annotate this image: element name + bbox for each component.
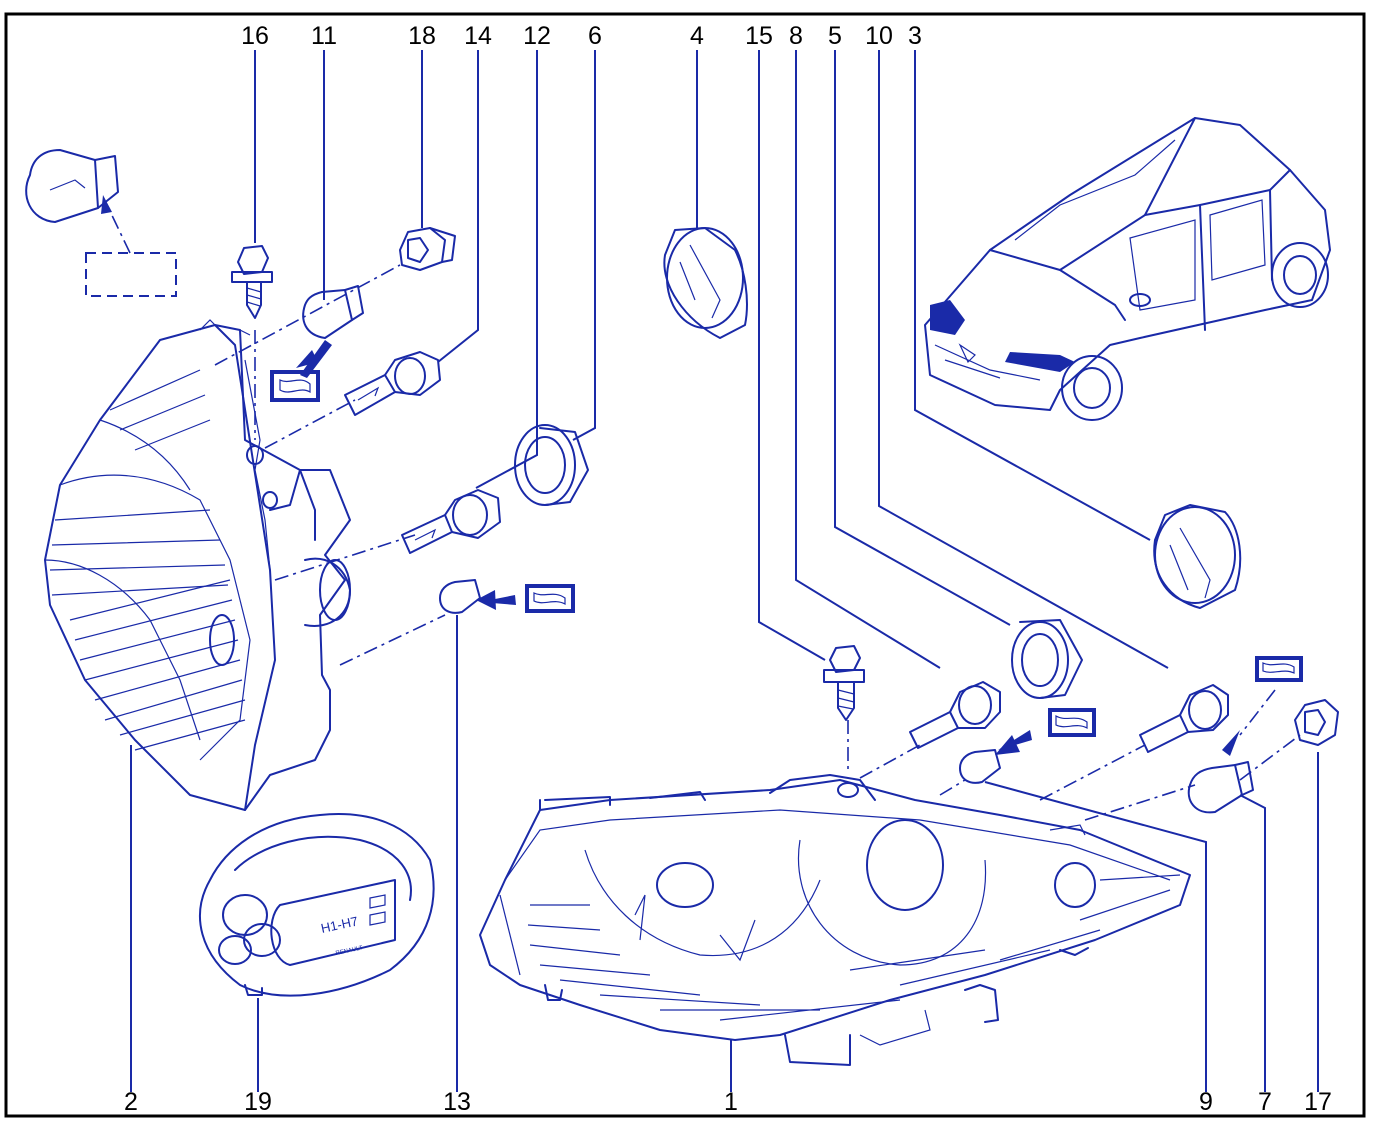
callout-18: 18 [408,22,436,50]
callout-13: 13 [443,1088,471,1116]
callout-12: 12 [523,22,551,50]
side-repeater-bulb [25,149,177,297]
bulb-8 [909,681,1001,749]
bulb-12 [401,489,501,554]
callout-14: 14 [464,22,492,50]
callout-10: 10 [865,22,893,50]
callout-11: 11 [311,22,337,50]
empty-label-box-right-1 [1048,708,1096,737]
bulb-13 [439,579,516,614]
diagram-border [4,12,1366,1118]
bulb-14 [344,351,441,416]
lamp-holder-3 [1153,504,1242,609]
leader-lines [130,50,1319,1092]
bulb-10 [1139,684,1229,753]
socket-18 [399,227,456,271]
seal-6 [514,424,589,506]
callout-5: 5 [828,22,842,50]
callout-16: 16 [241,22,269,50]
car-illustration [924,117,1331,421]
assembly-axes [214,264,1301,821]
socket-17 [1294,699,1339,746]
empty-label-box-left [270,370,320,402]
left-headlamp-rear [44,319,351,811]
callout-7: 7 [1258,1088,1272,1116]
empty-label-box-mid [525,584,575,613]
callout-4: 4 [690,22,704,50]
lamp-holder-4 [663,227,748,339]
callout-9: 9 [1199,1088,1213,1116]
callout-2: 2 [124,1088,138,1116]
main-headlamp-1 [479,774,1191,1066]
bulb-7 [1187,689,1276,814]
callout-17: 17 [1304,1088,1332,1116]
screw-15 [823,645,865,721]
bulb-kit-label: H1-H7 [320,913,360,935]
screw-16 [231,245,273,319]
callout-3: 3 [908,22,922,50]
callout-6: 6 [588,22,602,50]
bulb-11 [296,285,364,378]
bulb-kit-brand: RENAULT [335,945,364,957]
callout-15: 15 [745,22,773,50]
bulb-9 [959,730,1032,784]
callout-19: 19 [244,1088,272,1116]
seal-5 [1011,619,1083,699]
callout-1: 1 [724,1088,738,1116]
empty-label-box-right-2 [1255,656,1303,682]
callout-8: 8 [789,22,803,50]
bulb-kit-19: H1-H7 RENAULT [199,813,435,997]
